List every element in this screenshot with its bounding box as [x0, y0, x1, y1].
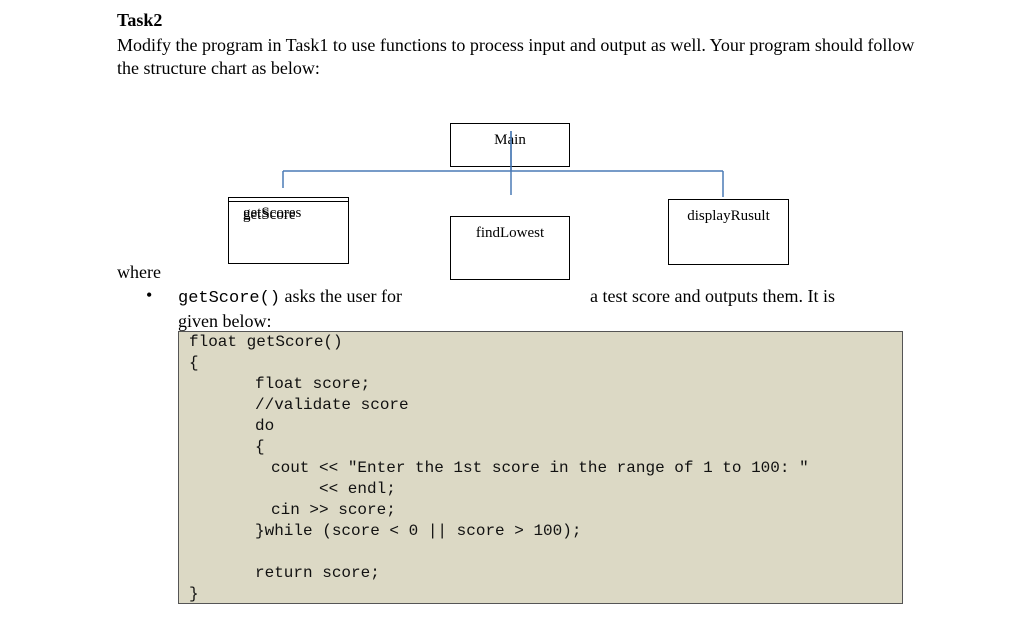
code-line: }while (score < 0 || score > 100);: [255, 522, 582, 540]
code-line: cin >> score;: [271, 501, 396, 519]
code-line: << endl;: [319, 480, 396, 498]
code-line: float getScore(): [189, 333, 343, 351]
get-score-label-overlap: getScore: [243, 207, 296, 223]
get-scores-label: getScores: [243, 205, 302, 221]
bullet-text-a: asks the user for: [280, 286, 402, 306]
chart-node-main: Main: [450, 123, 570, 167]
bullet-text-b: a test score and outputs them. It is: [590, 286, 835, 306]
function-name: getScore(): [178, 289, 281, 308]
code-line: //validate score: [255, 396, 409, 414]
task-paragraph: Modify the program in Task1 to use funct…: [117, 35, 915, 78]
code-line: {: [255, 438, 265, 456]
chart-node-find-lowest: findLowest: [450, 216, 570, 280]
main-connector-overlay: [510, 131, 512, 171]
chart-node-get-scores: getScores getScore: [228, 197, 349, 264]
code-line: do: [255, 417, 275, 435]
code-line: float score;: [255, 375, 371, 393]
code-line: cout << "Enter the 1st score in the rang…: [271, 459, 809, 477]
where-label: where: [117, 262, 161, 282]
code-line: }: [189, 585, 199, 603]
bullet-text-start: getScore() asks the user for: [178, 286, 402, 308]
code-line: return score;: [255, 564, 380, 582]
code-block: float getScore() { float score; //valida…: [178, 331, 903, 604]
bullet-text-c: given below:: [178, 311, 272, 331]
task-title: Task2: [117, 10, 163, 30]
chart-node-display-result: displayRusult: [668, 199, 789, 265]
code-line: {: [189, 354, 199, 372]
bullet-icon: •: [146, 285, 153, 305]
